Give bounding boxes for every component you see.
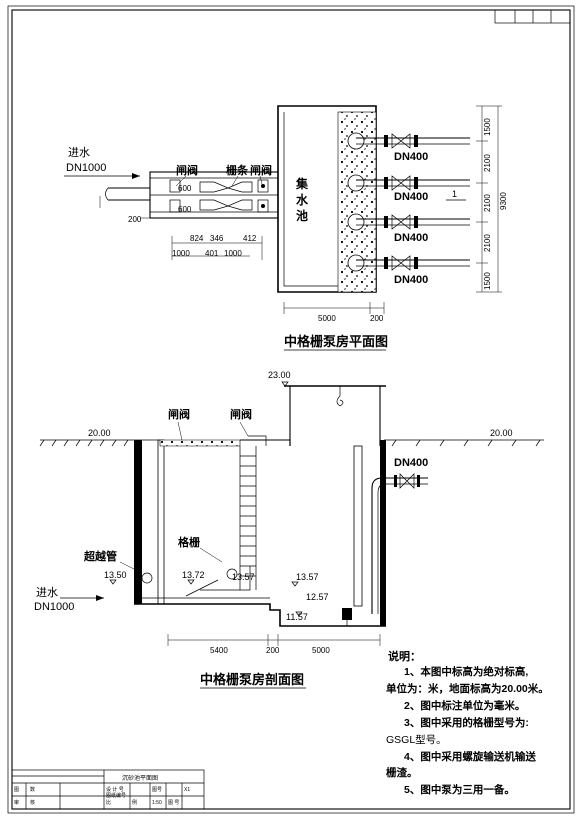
section-elev-2: 13.72 <box>182 570 205 580</box>
notes-line-2: 单位为：米，地面标高为20.00米。 <box>386 682 549 695</box>
plan-inlet-size: DN1000 <box>66 162 106 174</box>
notes-line-3: 2、图中标注单位为毫米。 <box>404 699 525 712</box>
inner-border <box>11 9 571 810</box>
plan-screen-bar-label: 栅条 <box>226 163 249 177</box>
section-gate-valve-2: 闸阀 <box>230 407 252 421</box>
plan-outlet-4: DN400 <box>394 274 428 286</box>
plan-title: 中格栅泵房平面图 <box>284 334 388 349</box>
tb-r2c5: 1:50 <box>152 800 162 806</box>
plan-dim-401: 401 <box>205 249 219 258</box>
section-view: 23.00 20.00 20.00 <box>34 370 544 689</box>
plan-dim-right-3: 2100 <box>483 194 492 212</box>
title-block: 沉砂池平面图 图 数 设 计 号 图号 X1 审 核 比 例 1:50 图 号 … <box>11 769 205 810</box>
plan-dim-1000a: 1000 <box>172 249 190 258</box>
section-ground-right: 20.00 <box>490 428 513 438</box>
notes-line-4: 3、图中采用的格栅型号为: <box>404 716 529 729</box>
plan-dim-right-1: 1500 <box>483 118 492 136</box>
section-dim-5400: 5400 <box>210 646 228 655</box>
section-screen-ladder <box>239 435 267 590</box>
plan-dim-1000b: 1000 <box>224 249 242 258</box>
section-inlet-label: 进水 <box>36 586 58 599</box>
plan-valve-mark-1: 600 <box>178 184 192 193</box>
section-elev-3: 13.57 <box>232 572 255 582</box>
notes-line-7: 栅渣。 <box>386 766 418 779</box>
plan-collection-tank: 集 水 池 <box>277 105 377 293</box>
section-bottom-dims: 5400 200 5000 <box>167 634 381 655</box>
tb-r1c2: 数 <box>30 786 35 793</box>
section-bypass-label: 超越管 <box>83 549 117 563</box>
plan-dim-412: 412 <box>243 234 257 243</box>
tb-r1c1: 图 <box>14 787 19 793</box>
plan-dim-200b: 200 <box>370 314 384 323</box>
section-dim-5000: 5000 <box>312 646 330 655</box>
plan-dim-200: 200 <box>128 215 142 224</box>
plan-valve-mark-2: 600 <box>178 205 192 214</box>
section-screen-label: 格栅 <box>178 535 200 549</box>
plan-tank-dims: 5000 200 <box>283 302 385 323</box>
plan-gate-valve-1: 闸阀 <box>176 163 198 177</box>
plan-outlet-1: DN400 <box>394 151 428 163</box>
title-drawing-name: 沉砂池平面图 <box>122 774 158 782</box>
section-elev-5: 12.57 <box>306 592 329 602</box>
plan-dim-346: 346 <box>210 234 224 243</box>
plan-view: 进水 DN1000 600 600 闸阀 栅条 闸阀 <box>64 105 508 351</box>
section-elev-6: 11.57 <box>286 612 308 622</box>
section-crane-elev: 23.00 <box>268 370 291 380</box>
tb-r1c3: 设 计 号 <box>106 786 124 793</box>
section-outlet: DN400 <box>394 457 428 469</box>
top-right-stamp <box>494 9 571 24</box>
section-elevations: 13.50 13.72 13.57 13.57 12.57 11.57 <box>104 570 329 622</box>
plan-right-dims: 1500 2100 2100 2100 1500 9300 <box>476 105 508 293</box>
section-pump <box>342 608 352 626</box>
tb-corner: 图纸编号 <box>106 792 126 799</box>
plan-bottom-dims: 824 346 412 1000 401 1000 <box>171 234 263 260</box>
plan-dim-right-5: 1500 <box>483 272 492 290</box>
notes-line-1: 1、本图中标高为绝对标高, <box>404 665 528 678</box>
section-ground: 20.00 20.00 <box>39 428 544 447</box>
notes-block: 说明： 1、本图中标高为绝对标高, 单位为：米，地面标高为20.00米。 2、图… <box>386 649 549 796</box>
tb-r2c1: 审 <box>14 799 19 806</box>
plan-tank-char-2: 水 <box>296 192 309 207</box>
notes-line-8: 5、图中泵为三用一备。 <box>404 783 515 796</box>
plan-outlet-2: DN400 <box>394 191 428 203</box>
section-dim-200: 200 <box>266 646 280 655</box>
plan-dim-total: 9300 <box>499 192 508 210</box>
plan-outlet-3: DN400 <box>394 232 428 244</box>
plan-dim-5000: 5000 <box>318 314 336 323</box>
section-crane-room: 23.00 <box>268 370 386 446</box>
tb-r1c5: 图号 <box>152 787 162 793</box>
section-title: 中格栅泵房剖面图 <box>200 672 304 687</box>
plan-screen-bars <box>199 181 253 211</box>
plan-tank-char-1: 集 <box>295 176 309 191</box>
section-ground-left: 20.00 <box>88 428 111 438</box>
plan-outlet-pipes <box>356 133 470 271</box>
notes-line-5: GSGL型号。 <box>386 733 447 746</box>
section-gate-valve-1: 闸阀 <box>168 407 190 421</box>
notes-heading: 说明： <box>388 649 421 663</box>
section-outlet-pipe <box>371 473 428 614</box>
tb-r2c6: 图 号 <box>168 800 179 806</box>
tb-r2c3: 比 <box>106 799 111 806</box>
section-structure <box>134 435 386 627</box>
plan-dim-right-2: 2100 <box>483 154 492 172</box>
plan-section-mark: 1 <box>452 189 457 199</box>
tb-r2c4: 例 <box>132 799 137 806</box>
notes-line-6: 4、图中采用螺旋输送机输送 <box>404 750 536 763</box>
section-elev-4: 13.57 <box>296 572 319 582</box>
tb-r2c2: 核 <box>30 799 35 806</box>
plan-tank-char-3: 池 <box>296 208 308 223</box>
outer-border <box>7 5 575 814</box>
section-elev-1: 13.50 <box>104 570 127 580</box>
plan-gate-valve-2: 闸阀 <box>250 163 272 177</box>
plan-dim-824: 824 <box>190 234 204 243</box>
plan-dim-right-4: 2100 <box>483 234 492 252</box>
plan-inlet-label: 进水 <box>68 146 90 159</box>
section-inlet-size: DN1000 <box>34 601 74 613</box>
tb-r1c6: X1 <box>184 787 190 793</box>
